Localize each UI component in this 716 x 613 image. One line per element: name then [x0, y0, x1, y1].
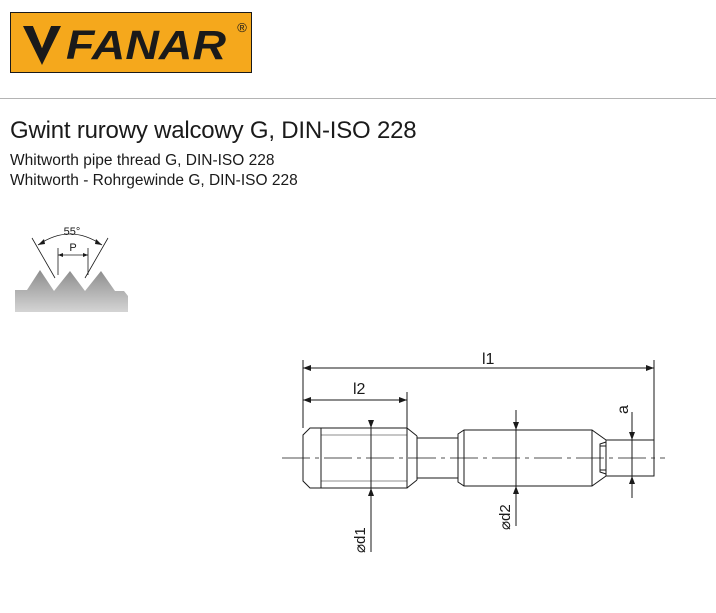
- thread-teeth: [15, 270, 128, 312]
- logo-emblem-icon: [23, 26, 61, 65]
- dimension-a-label: a: [615, 405, 632, 414]
- angle-label: 55°: [64, 226, 81, 238]
- registered-mark: ®: [237, 20, 247, 35]
- dimension-l1-label: l1: [482, 351, 495, 368]
- thread-profile-diagram: 55° P: [15, 226, 128, 312]
- subtitle-german: Whitworth - Rohrgewinde G, DIN-ISO 228: [10, 172, 298, 189]
- dimension-l2-label: l2: [353, 381, 366, 398]
- dimension-d2-label: ⌀d2: [497, 504, 514, 530]
- fanar-logo: FANAR ®: [10, 12, 252, 73]
- dimension-arrows: [303, 365, 654, 496]
- subtitle-english: Whitworth pipe thread G, DIN-ISO 228: [10, 152, 275, 169]
- logo-wordmark: FANAR: [66, 22, 226, 68]
- header-divider: [0, 98, 716, 99]
- dimension-d1-label: ⌀d1: [352, 527, 369, 553]
- page-title: Gwint rurowy walcowy G, DIN-ISO 228: [10, 117, 417, 144]
- tap-technical-drawing: l1 l2 a ⌀d1 ⌀d2: [282, 351, 665, 553]
- fanar-logo-graphic: FANAR ®: [23, 20, 247, 68]
- pitch-label: P: [69, 242, 76, 254]
